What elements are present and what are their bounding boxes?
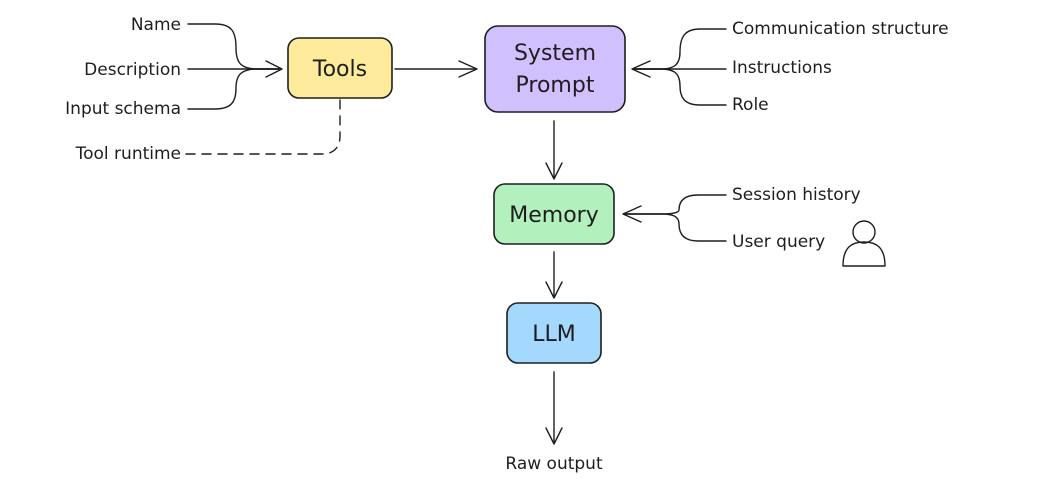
- memory-input-session-history: Session history: [732, 185, 861, 205]
- llm-label: LLM: [532, 322, 576, 347]
- arrowhead-into-memory: [545, 162, 563, 180]
- arrowhead-into-llm: [545, 281, 563, 299]
- tool-runtime-connector: [185, 99, 341, 155]
- prompt-input-communication-structure: Communication structure: [732, 19, 949, 39]
- memory-node: Memory: [493, 183, 615, 245]
- connector-communication-to-prompt: [633, 28, 727, 70]
- user-icon: [842, 220, 886, 267]
- arrowhead-into-memory-right: [622, 205, 642, 223]
- connector-user-query-to-memory: [623, 213, 727, 242]
- arrowhead-into-prompt-right: [631, 60, 651, 78]
- tool-input-name: Name: [131, 15, 181, 35]
- llm-node: LLM: [506, 302, 602, 364]
- tools-label: Tools: [312, 57, 367, 82]
- llm-box: [506, 302, 602, 364]
- system-prompt-label-line2: Prompt: [516, 73, 595, 98]
- memory-label: Memory: [509, 203, 598, 228]
- prompt-input-role: Role: [732, 95, 769, 115]
- system-prompt-box: [484, 25, 626, 113]
- arrowhead-into-tools: [265, 60, 283, 78]
- tools-node: Tools: [287, 37, 393, 99]
- connector-name-to-tools: [187, 23, 281, 70]
- connector-role-to-prompt: [633, 68, 727, 106]
- tool-input-schema: Input schema: [65, 99, 181, 119]
- tools-box: [287, 37, 393, 99]
- raw-output-label: Raw output: [505, 454, 603, 474]
- system-prompt-label-line1: System: [514, 41, 596, 66]
- prompt-input-instructions: Instructions: [732, 58, 832, 78]
- memory-box: [493, 183, 615, 245]
- arrowhead-into-prompt-left: [458, 60, 478, 78]
- system-prompt-node: System Prompt: [484, 25, 626, 113]
- arrowhead-into-output: [545, 427, 563, 445]
- tool-runtime-label: Tool runtime: [75, 144, 181, 164]
- connector-session-history-to-memory: [623, 194, 727, 215]
- connector-schema-to-tools: [187, 68, 281, 110]
- tool-input-description: Description: [84, 60, 181, 80]
- memory-input-user-query: User query: [732, 232, 825, 252]
